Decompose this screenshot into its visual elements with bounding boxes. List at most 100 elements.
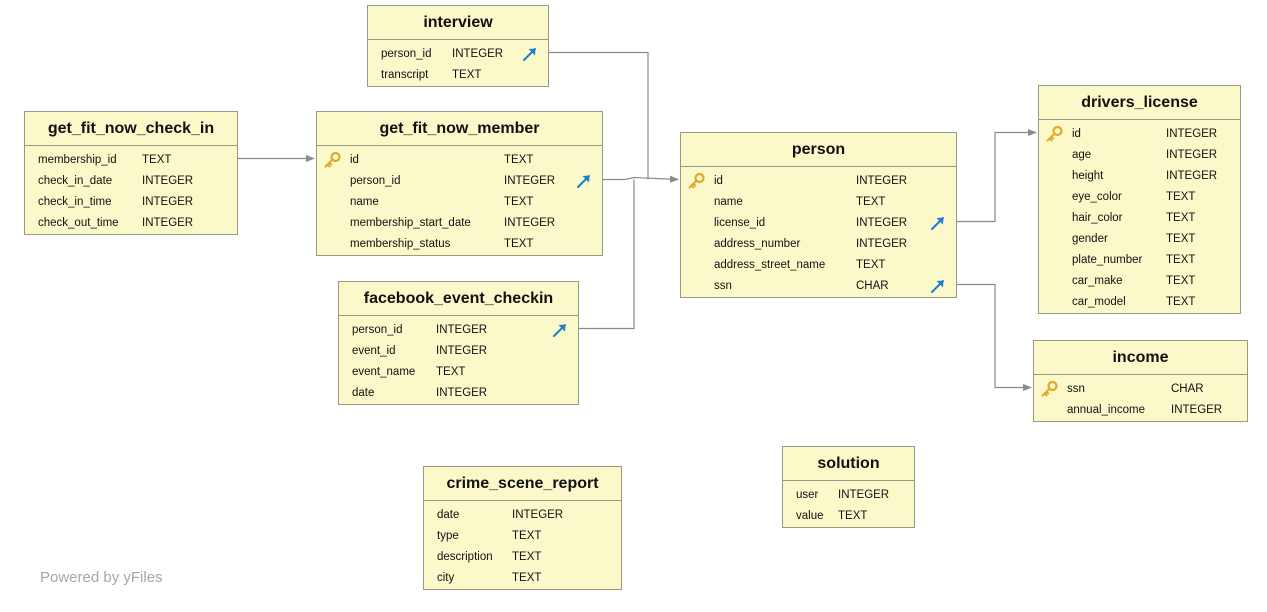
column-type: INTEGER xyxy=(1166,170,1218,182)
column-type: INTEGER xyxy=(142,175,194,187)
column-type: INTEGER xyxy=(142,196,194,208)
column-row[interactable]: ssn CHAR xyxy=(1034,379,1247,400)
column-type: INTEGER xyxy=(436,324,488,336)
column-type: INTEGER xyxy=(1166,149,1218,161)
column-type: TEXT xyxy=(1166,212,1196,224)
column-name: event_name xyxy=(352,366,416,378)
column-name: car_make xyxy=(1072,275,1123,287)
table-title: person xyxy=(681,133,956,167)
column-row[interactable]: event_id INTEGER xyxy=(339,341,578,362)
column-type: TEXT xyxy=(142,154,172,166)
column-name: gender xyxy=(1072,233,1108,245)
column-row[interactable]: id TEXT xyxy=(317,150,602,171)
column-name: event_id xyxy=(352,345,396,357)
relationship-line-person-income xyxy=(957,283,1032,392)
table-title: income xyxy=(1034,341,1247,375)
column-row[interactable]: person_id INTEGER xyxy=(368,44,548,65)
column-type: INTEGER xyxy=(436,387,488,399)
column-type: INTEGER xyxy=(838,489,890,501)
column-type: TEXT xyxy=(504,154,534,166)
column-name: membership_status xyxy=(350,238,451,250)
foreign-key-arrow-icon xyxy=(930,216,946,231)
table-title: crime_scene_report xyxy=(424,467,621,501)
column-name: id xyxy=(350,154,359,166)
key-icon xyxy=(1040,380,1058,397)
column-type: INTEGER xyxy=(512,509,564,521)
key-icon xyxy=(687,172,705,189)
column-type: TEXT xyxy=(512,530,542,542)
column-name: address_street_name xyxy=(714,259,826,271)
column-type: TEXT xyxy=(452,69,482,81)
relationship-line-interview-person xyxy=(549,51,649,180)
column-row[interactable]: user INTEGER xyxy=(783,485,914,506)
column-type: TEXT xyxy=(856,259,886,271)
column-name: id xyxy=(714,175,723,187)
column-name: person_id xyxy=(381,48,432,60)
column-type: INTEGER xyxy=(452,48,504,60)
column-name: ssn xyxy=(1067,383,1085,395)
column-name: user xyxy=(796,489,819,501)
table-title: get_fit_now_check_in xyxy=(25,112,237,146)
table-title: solution xyxy=(783,447,914,481)
column-type: INTEGER xyxy=(856,217,908,229)
column-type: TEXT xyxy=(856,196,886,208)
key-icon xyxy=(323,151,341,168)
column-type: INTEGER xyxy=(142,217,194,229)
column-type: INTEGER xyxy=(1171,404,1223,416)
column-name: value xyxy=(796,510,824,522)
table-title: drivers_license xyxy=(1039,86,1240,120)
column-type: CHAR xyxy=(1171,383,1204,395)
column-type: INTEGER xyxy=(436,345,488,357)
column-name: car_model xyxy=(1072,296,1126,308)
column-row[interactable]: address_street_name TEXT xyxy=(681,255,956,276)
column-name: description xyxy=(437,551,493,563)
